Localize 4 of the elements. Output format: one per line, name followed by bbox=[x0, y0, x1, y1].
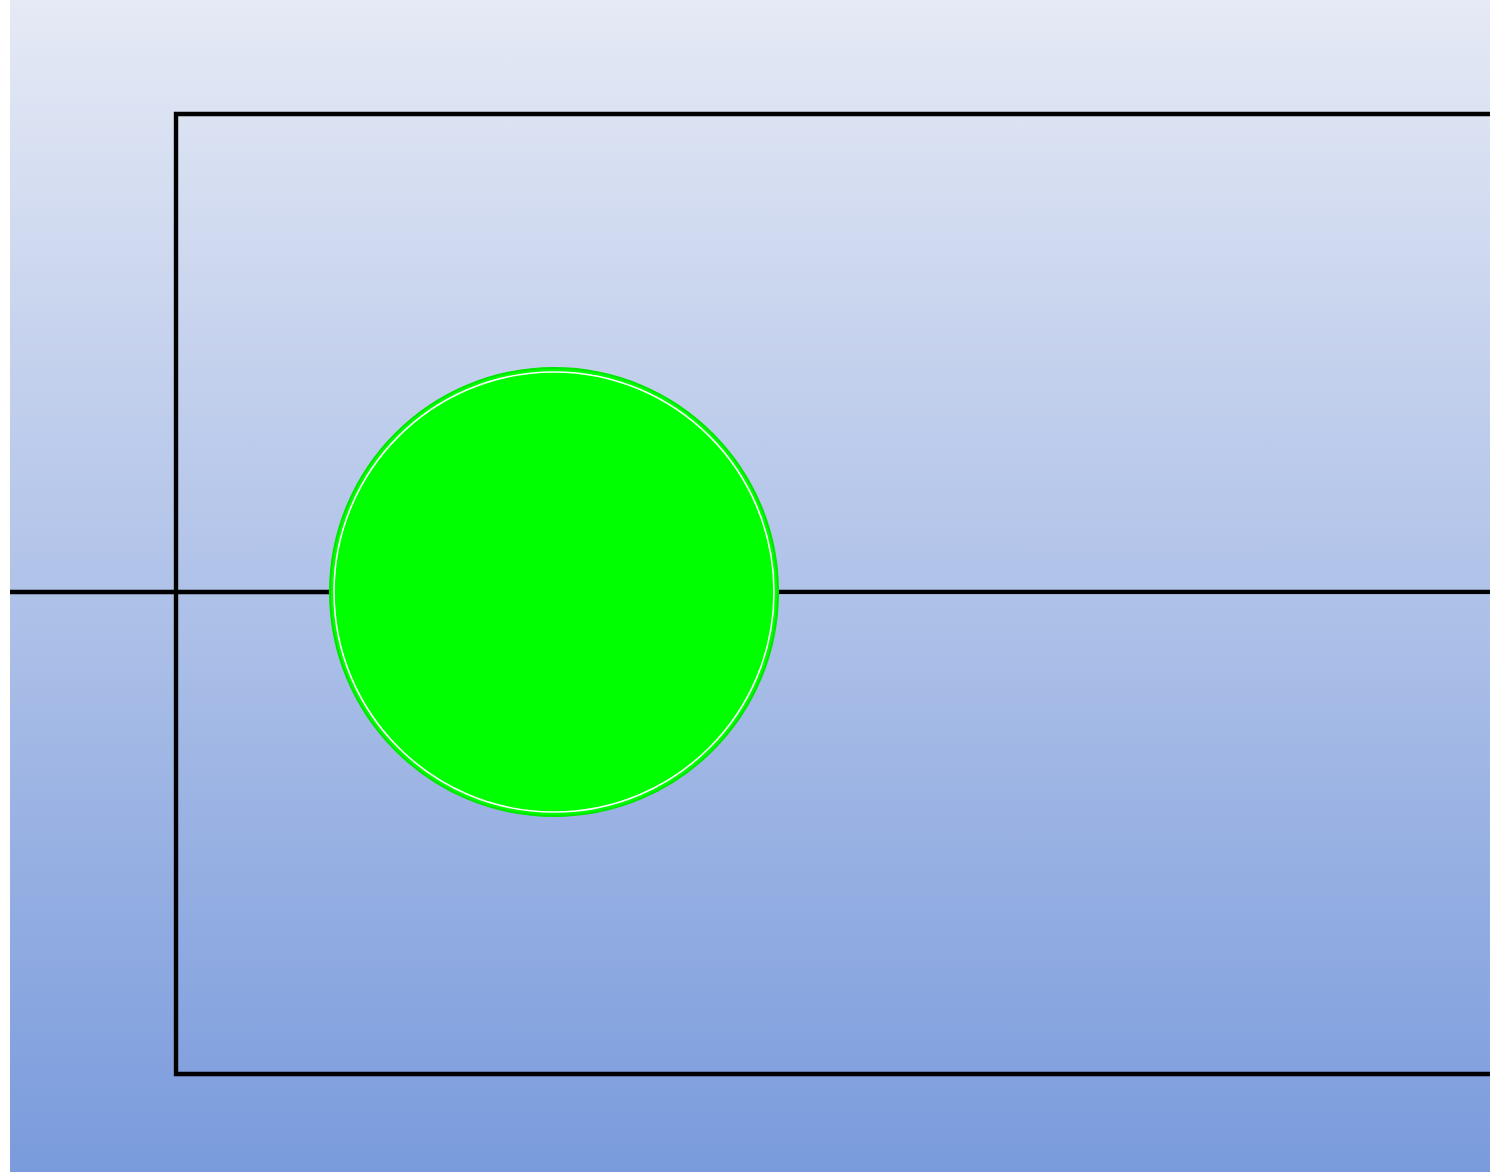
frame-box bbox=[173, 111, 1490, 1077]
circle bbox=[329, 367, 779, 817]
line bbox=[10, 589, 329, 595]
line bbox=[779, 589, 1490, 595]
